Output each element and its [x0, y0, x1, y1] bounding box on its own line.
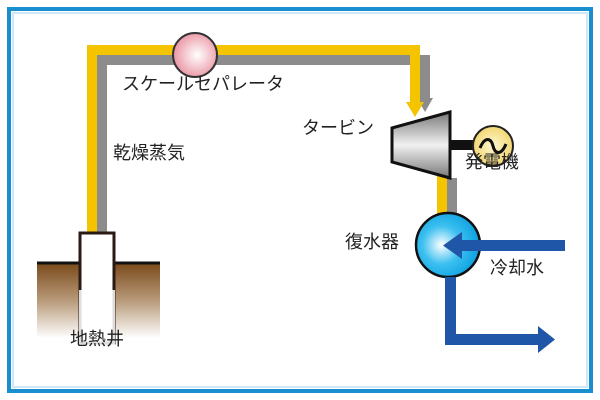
dry-steam-label: 乾燥蒸気 [113, 143, 185, 164]
cooling-in-arrow-icon [443, 232, 462, 259]
separator-label: スケールセパレータ [122, 74, 284, 95]
turbine [390, 110, 452, 180]
cooling-water-pipe [443, 232, 565, 353]
steam-arrow-icon [406, 102, 424, 117]
cooling-out-arrow-icon [538, 326, 555, 353]
scale-separator [172, 32, 218, 78]
geothermal-well-label: 地熱井 [70, 329, 124, 350]
shaft [450, 140, 476, 150]
turbine-label: タービン [302, 118, 374, 139]
ac-wave-icon [478, 138, 508, 154]
generator-label: 発電機 [465, 152, 519, 173]
cooling-water-label: 冷却水 [490, 258, 544, 279]
condenser-label: 復水器 [345, 232, 399, 253]
